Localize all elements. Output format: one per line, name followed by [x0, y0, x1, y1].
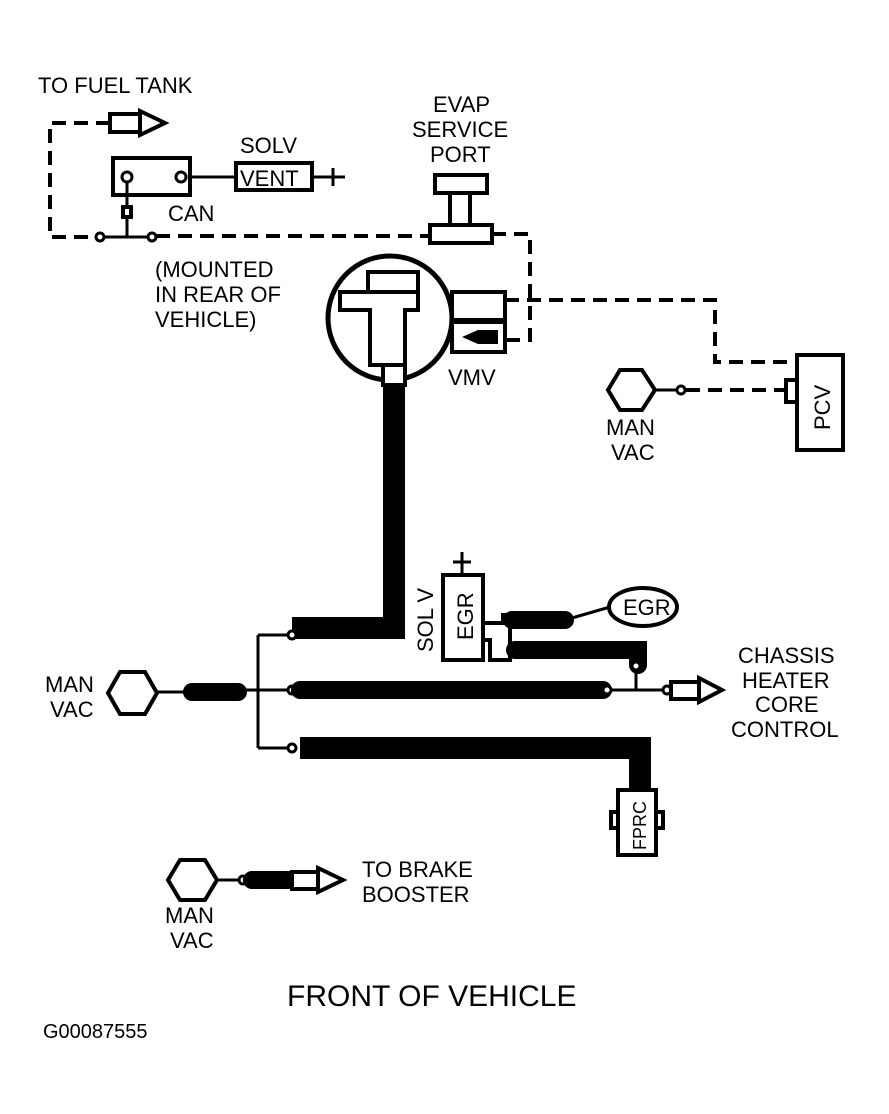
pcv-label: PCV [810, 384, 835, 430]
fprc-regulator: FPRC [609, 788, 665, 857]
evap-label: EVAP [433, 92, 490, 117]
vmv-main-hose [292, 385, 405, 639]
man-label-bottom: MAN [165, 903, 214, 928]
solv-label: SOLV [240, 133, 297, 158]
booster-label: BOOSTER [362, 882, 470, 907]
evap-service-port [428, 173, 494, 245]
vac-label-left: VAC [50, 697, 94, 722]
vmv-to-pcv-dashed-line [505, 298, 790, 364]
core-label: CORE [755, 692, 819, 717]
port-to-vmv-dashed-line [492, 232, 532, 342]
mounted-note-line2: IN REAR OF [155, 282, 281, 307]
pcv-valve: PCV [784, 353, 845, 452]
port-label: PORT [430, 142, 491, 167]
plus-terminal-icon [312, 168, 345, 186]
egr-solenoid-label: EGR [453, 592, 478, 640]
mounted-note-line1: (MOUNTED [155, 257, 274, 282]
fuel-tank-connector [108, 107, 170, 139]
sol-v-label: SOL V [413, 588, 438, 652]
man-label-left: MAN [45, 672, 94, 697]
fprc-hose [300, 737, 651, 792]
egr-solenoid-hose [506, 641, 647, 674]
vmv-valve [325, 253, 507, 387]
egr-valve-label: EGR [623, 595, 671, 620]
vent-label: VENT [240, 166, 299, 191]
solv-vent: VENT [234, 161, 314, 192]
heater-label: HEATER [742, 668, 830, 693]
control-label: CONTROL [731, 717, 839, 742]
manifold-vacuum-port-left [105, 670, 160, 716]
fuel-tank-dashed-line [48, 121, 110, 239]
vac-label-pcv: VAC [611, 440, 655, 465]
can-label: CAN [168, 201, 214, 226]
to-fuel-tank-label: TO FUEL TANK [38, 73, 193, 98]
brake-booster-connector [290, 864, 348, 896]
man-label-pcv: MAN [606, 415, 655, 440]
chassis-label: CHASSIS [738, 643, 835, 668]
manifold-vacuum-port-pcv [605, 368, 658, 412]
egr-valve [607, 586, 679, 628]
canister [94, 156, 192, 243]
egr-solenoid: EGR [441, 552, 512, 662]
front-of-vehicle-label: FRONT OF VEHICLE [287, 980, 576, 1013]
service-label: SERVICE [412, 117, 508, 142]
to-brake-label: TO BRAKE [362, 857, 473, 882]
manifold-vacuum-port-bottom [165, 858, 220, 902]
fprc-label: FPRC [630, 801, 650, 850]
heater-control-connector [661, 674, 727, 706]
mounted-note-line3: VEHICLE) [155, 307, 256, 332]
vac-label-bottom: VAC [170, 928, 214, 953]
vmv-label: VMV [448, 365, 496, 390]
figure-id: G00087555 [43, 1021, 148, 1043]
